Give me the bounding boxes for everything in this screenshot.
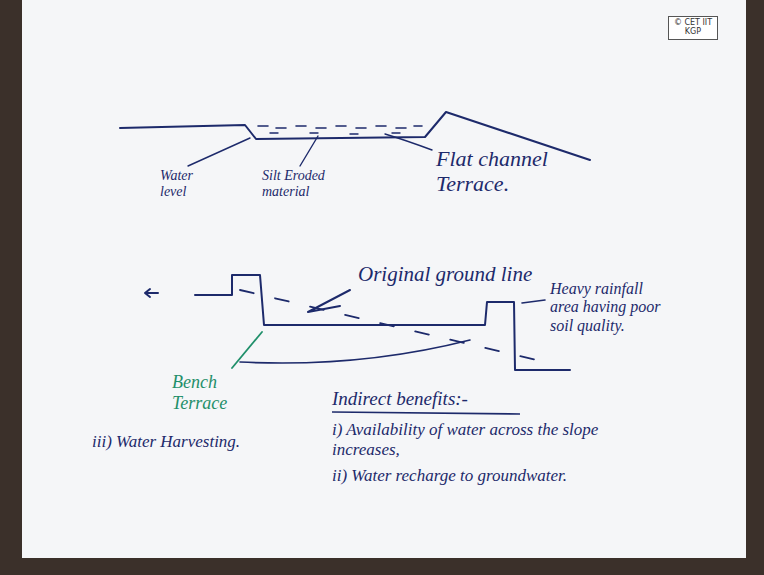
part-label: Silt Eroded material <box>262 168 346 200</box>
note: Heavy rainfall area having poor soil qua… <box>550 280 675 335</box>
benefit-item: iii) Water Harvesting. <box>92 432 322 452</box>
benefit-item: ii) Water recharge to groundwater. <box>332 466 642 486</box>
logo-text: © CET IIT KGP <box>673 19 713 37</box>
logo-box: © CET IIT KGP <box>668 16 718 40</box>
part-label: Water level <box>160 168 222 200</box>
heading: Indirect benefits:- <box>332 388 542 410</box>
terrace-title: Bench Terrace <box>172 372 262 413</box>
terrace-title: Flat channel Terrace. <box>436 146 626 197</box>
benefit-item: i) Availability of water across the slop… <box>332 420 602 459</box>
part-label: Original ground line <box>358 262 568 286</box>
